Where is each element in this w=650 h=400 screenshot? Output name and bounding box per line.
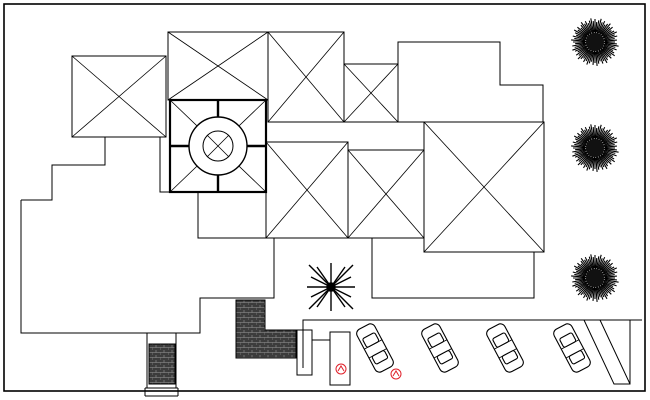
roof-block-2 (167, 31, 269, 101)
upper-right-wall (397, 41, 544, 123)
parked-car-icon (356, 323, 394, 373)
parked-cars-group (356, 323, 591, 373)
shrub-plant (307, 263, 355, 311)
trees-group (571, 18, 619, 302)
corner-ramp (583, 319, 631, 385)
roof-block-5 (265, 141, 349, 239)
roof-block-3 (267, 31, 345, 123)
tree-icon (571, 18, 619, 66)
tree-icon (571, 254, 619, 302)
red-marker-2 (390, 368, 402, 380)
roof-block-1 (71, 55, 167, 138)
parking-outline (296, 319, 642, 386)
parked-car-icon (553, 323, 591, 373)
roof-block-7 (423, 121, 545, 253)
lower-right-wall (371, 238, 535, 299)
red-marker-1 (335, 363, 347, 375)
hatched-walkway (235, 299, 297, 359)
parked-car-icon (421, 323, 459, 373)
parked-car-icon (486, 323, 524, 373)
site-boundary (3, 3, 646, 392)
roof-block-4 (343, 63, 399, 123)
hatched-entry-step (148, 343, 176, 385)
entrance-walls (144, 333, 179, 397)
tree-icon (571, 124, 619, 172)
courtyard-fountain (168, 98, 268, 194)
roof-block-6 (347, 149, 425, 239)
